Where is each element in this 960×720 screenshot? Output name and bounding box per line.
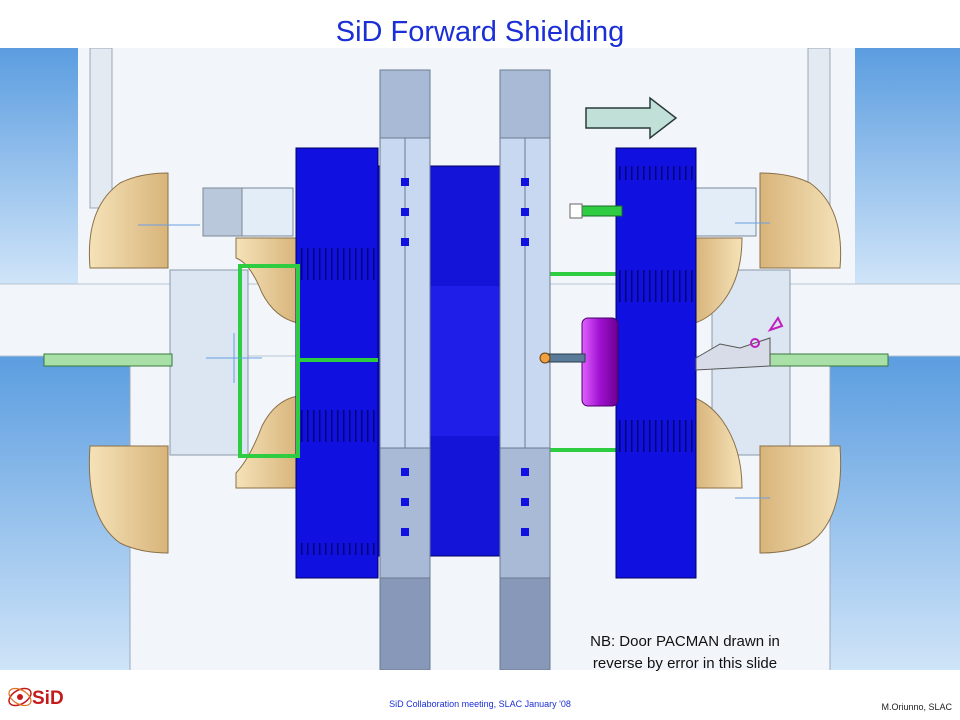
left-column [89,48,113,209]
right-inner-shield-top [694,237,743,324]
left-inner-shield-bottom [235,395,299,489]
error-note: NB: Door PACMAN drawn in reverse by erro… [555,631,815,675]
right-beam-pipe [759,353,889,367]
footer-meeting: SiD Collaboration meeting, SLAC January … [389,699,571,709]
right-door-ribs-low [618,420,694,452]
left-door [295,147,379,579]
right-wall-top [855,48,960,284]
left-inner-shield-top [235,237,299,324]
left-door-ribs-bottom [298,410,376,442]
right-door-ribs-mid [618,270,694,302]
right-shield-bottom [759,445,842,554]
svg-text:SiD: SiD [32,688,64,709]
left-shield-top [88,172,169,269]
note-line-2: reverse by error in this slide [592,655,778,672]
barrel-core-mid [430,286,500,436]
beam-connector [544,353,586,363]
left-support-block [169,269,249,456]
left-shield-bottom [88,445,169,554]
slide-title: SiD Forward Shielding [335,16,625,48]
right-door-ribs-top [618,166,694,180]
right-inner-shield-bottom [694,397,743,489]
right-shield-top [759,172,842,269]
left-door-stripe [298,543,376,555]
right-door [615,147,697,579]
right-wall-bottom [830,356,960,670]
footer-author: M.Oriunno, SLAC [881,702,952,712]
left-upper-box-inner [241,187,294,237]
pacman-shield [581,317,619,407]
motion-arrow [585,96,678,140]
left-beam-pipe [43,353,173,367]
left-wall-top [0,48,78,284]
detector-drawing [0,48,960,670]
left-door-ribs-top [298,248,376,280]
note-line-1: NB: Door PACMAN drawn in [590,633,780,650]
sid-logo: SiD [8,687,64,709]
